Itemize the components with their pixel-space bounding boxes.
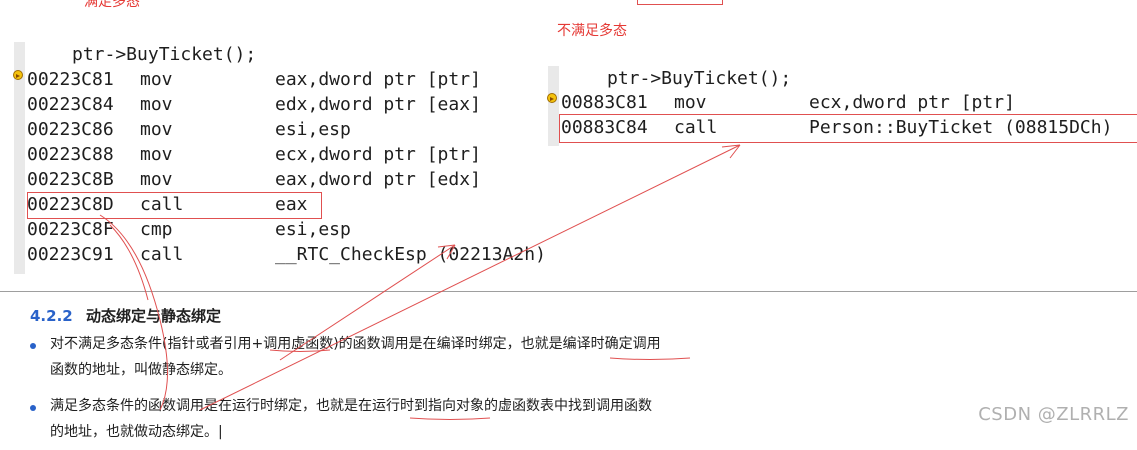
section-title: 动态绑定与静态绑定 xyxy=(85,307,221,325)
right-source-line: ptr->BuyTicket(); xyxy=(607,68,792,89)
scribble-line xyxy=(99,214,168,411)
not-satisfy-polymorphism-note: 不满足多态 xyxy=(557,23,627,39)
scribble-line xyxy=(109,224,149,301)
instruction-operands: eax xyxy=(275,194,308,215)
instruction-address: 00883C84 xyxy=(561,117,648,138)
section-heading: 4.2.2 动态绑定与静态绑定 xyxy=(30,305,221,326)
bullet-line: 的地址，也就做动态绑定。| xyxy=(50,424,223,440)
section-divider xyxy=(0,291,1137,292)
underline-run-time xyxy=(409,417,491,420)
arrow-to-right-panel xyxy=(199,144,741,411)
instruction-address: 00223C8B xyxy=(27,169,114,190)
satisfy-polymorphism-note: 满足多态 xyxy=(84,0,140,10)
instruction-address: 00223C8F xyxy=(27,219,114,240)
instruction-operands: __RTC_CheckEsp (02213A2h) xyxy=(275,244,546,265)
bullet-line: 对不满足多态条件(指针或者引用+调用虚函数)的函数调用是在编译时绑定，也就是编译… xyxy=(50,336,661,352)
left-gutter xyxy=(14,42,25,274)
instruction-opcode: call xyxy=(674,117,718,138)
disassembly-line[interactable]: 00223C88 mov ecx,dword ptr [ptr] xyxy=(27,142,595,167)
instruction-opcode: call xyxy=(140,194,184,215)
instruction-operands: ecx,dword ptr [ptr] xyxy=(275,144,481,165)
bullet-dot xyxy=(30,343,36,349)
underline-call xyxy=(269,349,331,352)
right-call-highlight xyxy=(559,114,1137,143)
instruction-operands: ecx,dword ptr [ptr] xyxy=(809,92,1015,113)
right-gutter xyxy=(548,66,559,146)
breakpoint-icon[interactable] xyxy=(547,93,557,103)
disassembly-line[interactable]: 00223C81 mov eax,dword ptr [ptr] xyxy=(27,67,595,92)
instruction-operands: esi,esp xyxy=(275,119,351,140)
instruction-operands: edx,dword ptr [eax] xyxy=(275,94,481,115)
instruction-operands: eax,dword ptr [ptr] xyxy=(275,69,481,90)
instruction-opcode: mov xyxy=(674,92,707,113)
arrow-to-left-call xyxy=(279,244,456,361)
instruction-address: 00223C91 xyxy=(27,244,114,265)
left-source-line: ptr->BuyTicket(); xyxy=(72,44,257,65)
instruction-address: 00223C84 xyxy=(27,94,114,115)
bullet-line: 函数的地址，叫做静态绑定。 xyxy=(50,362,232,378)
bullet-dot xyxy=(30,405,36,411)
instruction-operands: esi,esp xyxy=(275,219,351,240)
instruction-opcode: mov xyxy=(140,169,173,190)
disassembly-line[interactable]: 00223C84 mov edx,dword ptr [eax] xyxy=(27,92,595,117)
instruction-address: 00223C86 xyxy=(27,119,114,140)
disassembly-line[interactable]: 00223C86 mov esi,esp xyxy=(27,117,595,142)
disassembly-line[interactable]: 00223C91 call __RTC_CheckEsp (02213A2h) xyxy=(27,242,595,267)
instruction-address: 00223C81 xyxy=(27,69,114,90)
instruction-address: 00223C88 xyxy=(27,144,114,165)
instruction-opcode: call xyxy=(140,244,184,265)
instruction-opcode: mov xyxy=(140,69,173,90)
instruction-opcode: mov xyxy=(140,94,173,115)
disassembly-line[interactable]: 00223C8D call eax xyxy=(27,192,595,217)
instruction-operands: Person::BuyTicket (08815DCh) xyxy=(809,117,1113,138)
bullet-text: 对不满足多态条件(指针或者引用+调用虚函数)的函数调用是在编译时绑定，也就是编译… xyxy=(50,331,661,383)
arrow-head xyxy=(721,144,741,159)
disassembly-line[interactable]: 00223C8B mov eax,dword ptr [edx] xyxy=(27,167,595,192)
instruction-operands: eax,dword ptr [edx] xyxy=(275,169,481,190)
instruction-opcode: cmp xyxy=(140,219,173,240)
breakpoint-icon[interactable] xyxy=(13,70,23,80)
disassembly-line[interactable]: 00883C84 call Person::BuyTicket (08815DCh) xyxy=(561,115,1129,140)
instruction-opcode: mov xyxy=(140,144,173,165)
instruction-opcode: mov xyxy=(140,119,173,140)
disassembly-line[interactable]: 00883C81 mov ecx,dword ptr [ptr] xyxy=(561,90,1129,115)
instruction-address: 00223C8D xyxy=(27,194,114,215)
arrow-head xyxy=(437,244,456,260)
left-call-highlight xyxy=(27,192,322,219)
bullet-static-binding: 对不满足多态条件(指针或者引用+调用虚函数)的函数调用是在编译时绑定，也就是编译… xyxy=(30,336,750,388)
underline-compile-time xyxy=(609,357,691,360)
annotation-lines xyxy=(99,144,741,420)
watermark: CSDN @ZLRRLZ xyxy=(978,404,1129,425)
instruction-address: 00883C81 xyxy=(561,92,648,113)
disassembly-line[interactable]: 00223C8F cmp esi,esp xyxy=(27,217,595,242)
section-number: 4.2.2 xyxy=(30,307,73,325)
annotation-box-top xyxy=(637,0,723,5)
